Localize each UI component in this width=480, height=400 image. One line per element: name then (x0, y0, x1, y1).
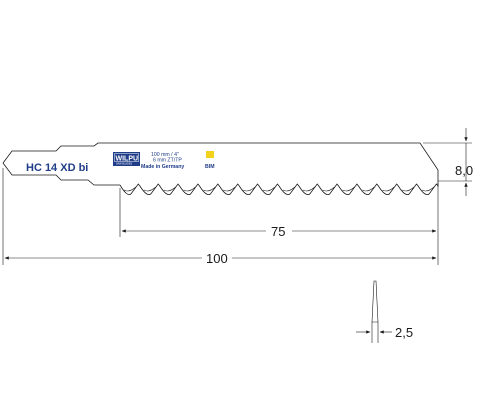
material-label: BIM (205, 164, 215, 170)
blade-teeth (119, 181, 439, 196)
svg-text:WILPU: WILPU (116, 156, 139, 163)
thickness-dimension (356, 322, 392, 343)
blade-outline (2, 142, 439, 181)
usable-length-value: 75 (271, 224, 285, 239)
blade-gullets (123, 186, 435, 192)
total-length-value: 100 (206, 251, 228, 266)
width-dimension (423, 128, 472, 196)
width-value: 8,0 (455, 163, 473, 178)
thickness-value: 2,5 (395, 325, 413, 340)
svg-text:SAW BLADES: SAW BLADES (116, 163, 132, 166)
spec-tpi: 6 mm ZT/TP (153, 158, 182, 164)
spec-length: 100 mm / 4" (151, 152, 179, 158)
material-swatch (206, 151, 214, 158)
blade-tang-bottom (2, 162, 120, 186)
blade-cross-section (371, 280, 379, 323)
model-name: HC 14 XD bi (26, 162, 88, 174)
spec-origin: Made in Germany (141, 164, 184, 170)
brand-logo: WILPU SAW BLADES (113, 152, 140, 166)
